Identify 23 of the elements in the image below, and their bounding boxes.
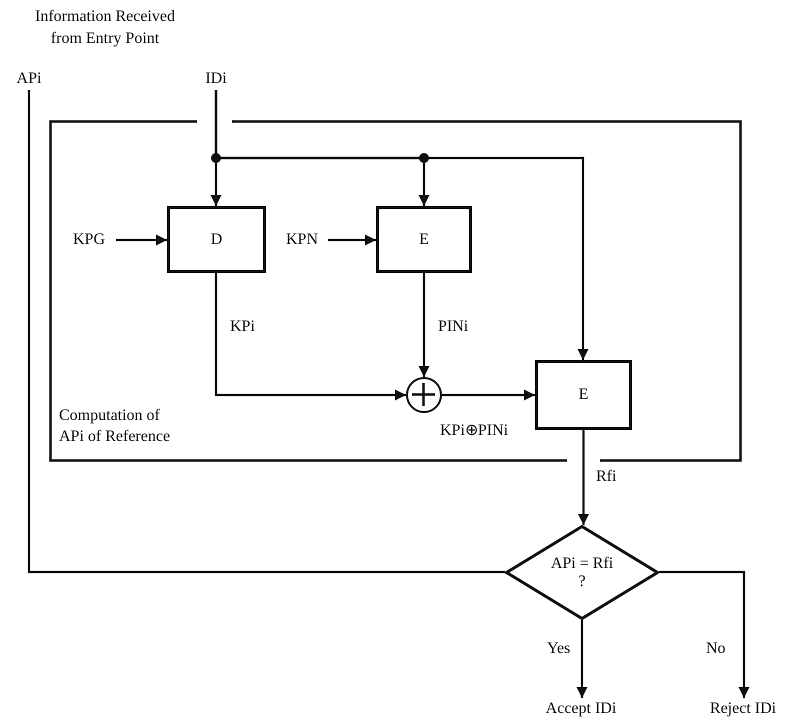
- connector-arrow: [576, 620, 588, 698]
- frame-title: Computation of APi of Reference: [59, 406, 172, 448]
- key-label: KPG: [62, 229, 116, 251]
- connector-arrow: [659, 570, 750, 698]
- connector-arrow: [418, 273, 430, 377]
- connector-arrow: [116, 234, 167, 246]
- output-label: Reject IDi: [697, 698, 789, 720]
- computation-frame: [49, 120, 742, 462]
- input-label: APi: [14, 68, 44, 90]
- decrypt-box: D: [167, 206, 266, 273]
- connector-arrow: [442, 390, 535, 400]
- input-label: IDi: [200, 68, 232, 90]
- heading-text: Information Received from Entry Point: [34, 7, 176, 49]
- key-label: KPN: [276, 229, 328, 251]
- connector-arrow: [328, 234, 376, 246]
- encrypt-box: E: [535, 360, 632, 430]
- decision-diamond: APi = Rfi ?: [505, 525, 659, 620]
- connector-arrow: [578, 430, 589, 525]
- output-label: Accept IDi: [528, 698, 634, 720]
- connector-arrow: [214, 273, 406, 400]
- connector-arrow: [214, 90, 588, 360]
- encrypt-box: E: [376, 206, 472, 273]
- xor-symbol: [406, 377, 442, 413]
